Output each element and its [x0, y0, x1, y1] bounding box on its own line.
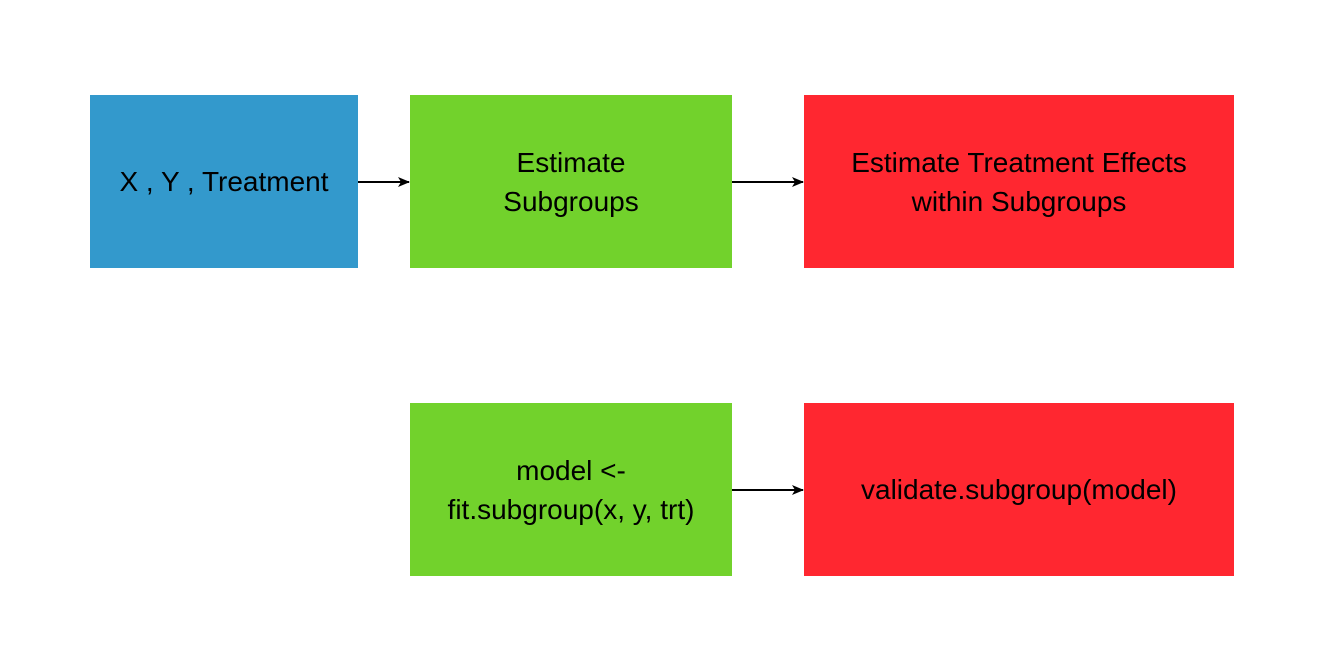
validate-code-label: validate.subgroup(model)	[861, 474, 1177, 505]
estimate-subgroups-label-line-2: Subgroups	[503, 185, 639, 217]
fit-code-node: model <- fit.subgroup(x, y, trt)	[410, 403, 732, 576]
fit-code-label-line-2: fit.subgroup(x, y, trt)	[447, 493, 695, 525]
input-node: X , Y , Treatment	[90, 95, 358, 268]
estimate-effects-node: Estimate Treatment Effects within Subgro…	[804, 95, 1234, 268]
validate-code-node: validate.subgroup(model)	[804, 403, 1234, 576]
fit-code-label-line-1: model <-	[516, 454, 626, 486]
estimate-effects-label-line-1: Estimate Treatment Effects	[851, 146, 1187, 178]
estimate-subgroups-node: Estimate Subgroups	[410, 95, 732, 268]
estimate-subgroups-label-line-1: Estimate	[516, 146, 626, 178]
input-node-label: X , Y , Treatment	[119, 166, 329, 197]
estimate-effects-label-line-2: within Subgroups	[911, 185, 1127, 217]
